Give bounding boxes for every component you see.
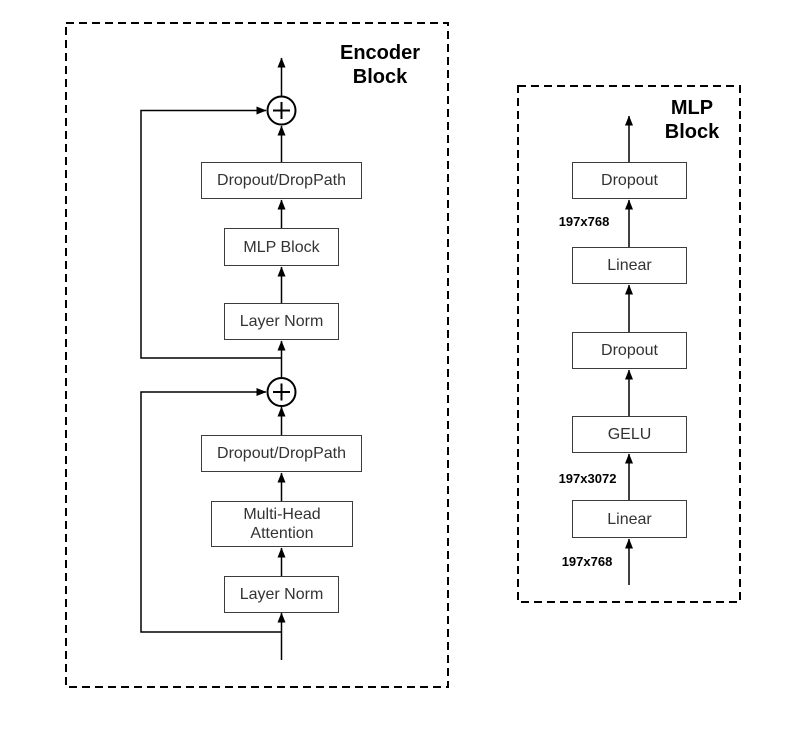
mlp-block-title: MLP Block <box>664 97 720 143</box>
add-circle-1 <box>266 95 297 126</box>
plus-icon <box>273 102 290 119</box>
dim-label-197x3072: 197x3072 <box>558 471 617 486</box>
encoder-box-layer-norm-1: Layer Norm <box>224 303 339 340</box>
residual-connection-1 <box>140 106 282 359</box>
mlp-box-dropout-top: Dropout <box>572 162 687 199</box>
mlp-box-gelu: GELU <box>572 416 687 453</box>
encoder-box-multi-head-attention: Multi-Head Attention <box>211 501 353 547</box>
encoder-block-outline <box>65 22 449 688</box>
encoder-box-layer-norm-2: Layer Norm <box>224 576 339 613</box>
encoder-block-title: Encoder Block <box>339 42 421 88</box>
encoder-box-dropout-droppath-1: Dropout/DropPath <box>201 162 362 199</box>
mlp-box-dropout-middle: Dropout <box>572 332 687 369</box>
plus-icon <box>273 383 290 401</box>
dim-label-197x768-top: 197x768 <box>558 214 610 229</box>
dim-label-197x768-bottom: 197x768 <box>561 554 613 569</box>
residual-connection-2 <box>140 388 282 633</box>
mlp-box-linear-bottom: Linear <box>572 500 687 538</box>
mlp-block-outline <box>517 85 741 603</box>
add-circle-2 <box>266 377 297 407</box>
encoder-box-mlp-block: MLP Block <box>224 228 339 266</box>
encoder-box-dropout-droppath-2: Dropout/DropPath <box>201 435 362 472</box>
mlp-box-linear-top: Linear <box>572 247 687 284</box>
